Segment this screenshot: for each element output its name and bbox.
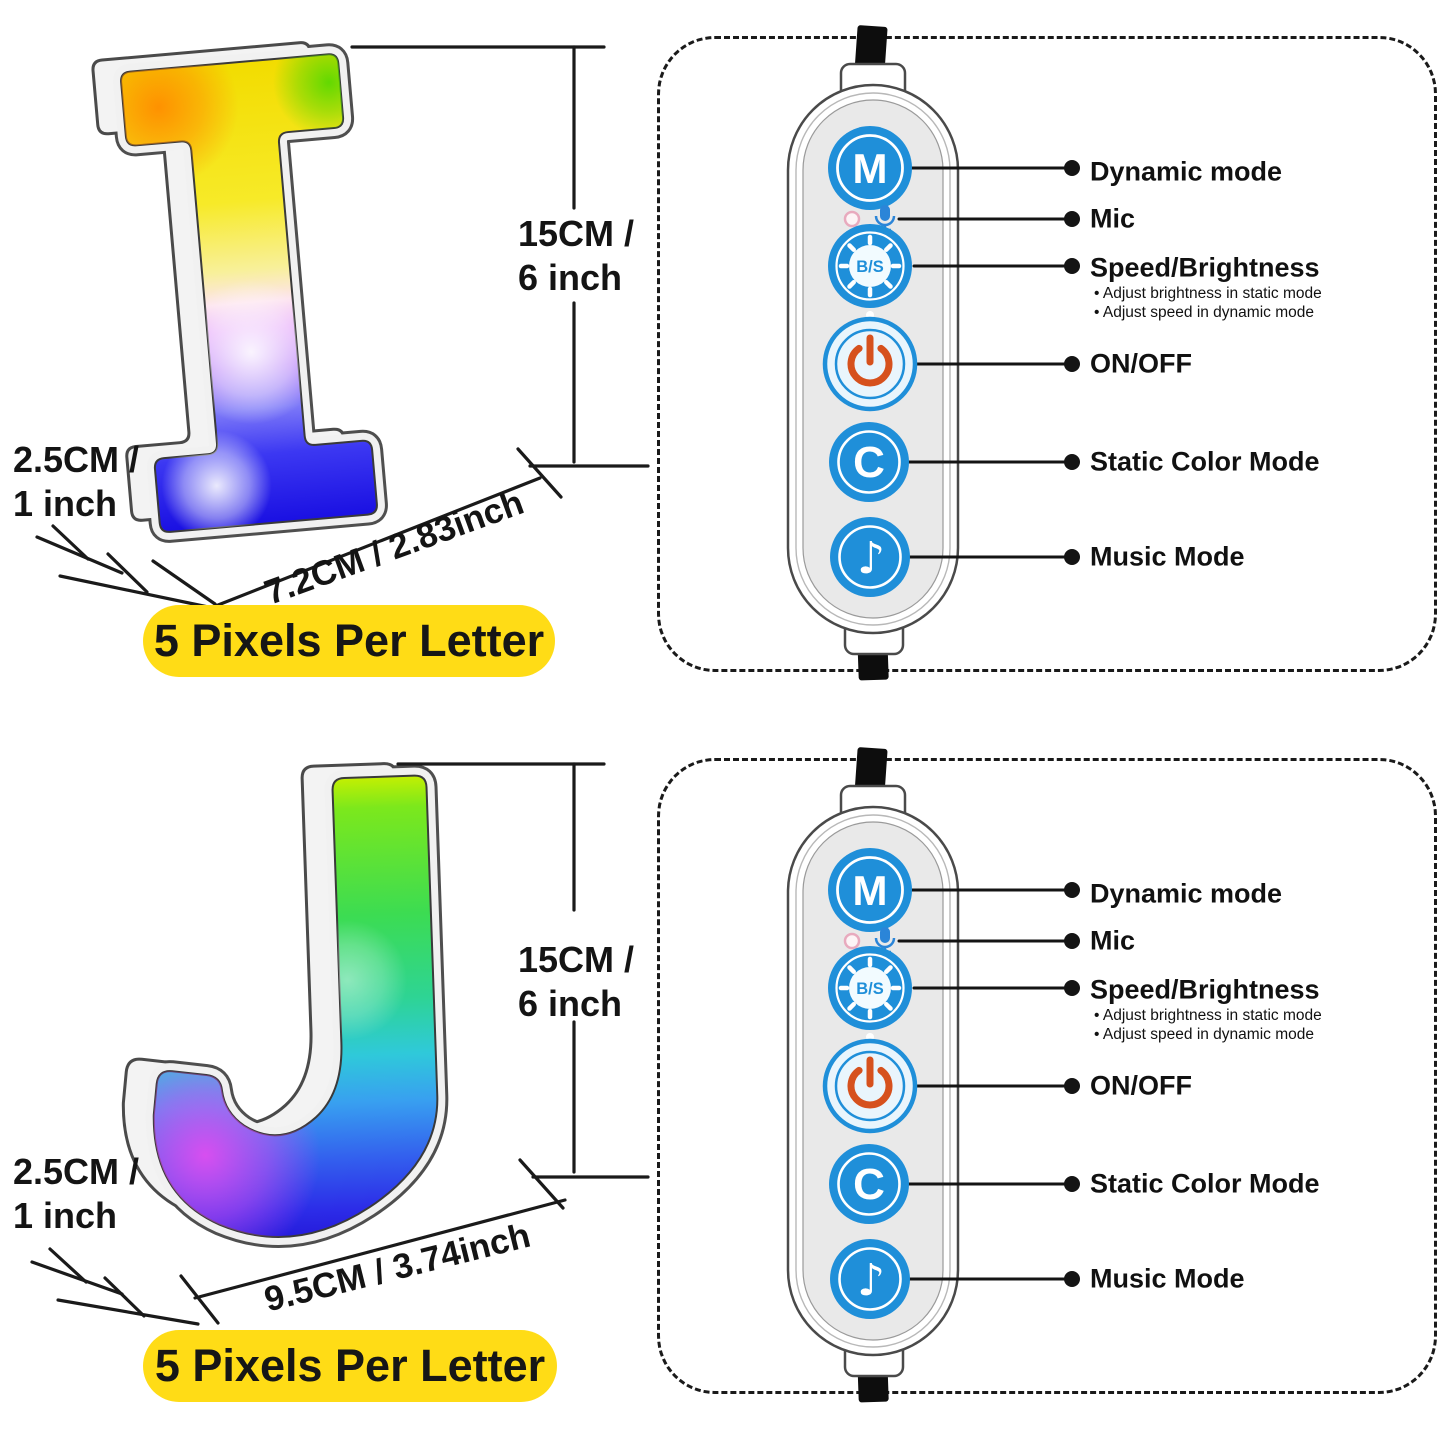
dimension-lines-j	[30, 762, 650, 1326]
label-static-color: Static Color Mode	[1090, 446, 1320, 477]
label-dynamic-mode: Dynamic mode	[1090, 878, 1283, 909]
depth-dimension: 2.5CM / 1 inch	[13, 439, 140, 524]
depth-dimension: 2.5CM / 1 inch	[13, 1151, 140, 1236]
controller-diagram	[657, 36, 1437, 672]
letter-j-art: J	[30, 762, 650, 1326]
dashed-frame	[657, 36, 1437, 672]
pixels-badge: 5 Pixels Per Letter	[143, 605, 555, 677]
height-dimension: 15CM / 6 inch	[518, 213, 635, 298]
controller-panel-top: Dynamic mode Mic Speed/Brightness Adjust…	[657, 36, 1437, 672]
label-static-color: Static Color Mode	[1090, 1168, 1320, 1199]
label-music-mode: Music Mode	[1090, 1263, 1245, 1294]
speed-brightness-notes: Adjust brightness in static mode Adjust …	[1094, 1007, 1322, 1044]
controller-diagram	[657, 758, 1437, 1394]
letter-i-art: I	[35, 41, 650, 610]
letter-panel-i: I	[0, 0, 657, 722]
label-on-off: ON/OFF	[1090, 348, 1192, 379]
pixels-badge: 5 Pixels Per Letter	[143, 1330, 557, 1402]
label-speed-brightness: Speed/Brightness	[1090, 252, 1320, 283]
label-on-off: ON/OFF	[1090, 1070, 1192, 1101]
label-music-mode: Music Mode	[1090, 541, 1245, 572]
letter-panel-j: J	[0, 722, 657, 1445]
label-speed-brightness: Speed/Brightness	[1090, 974, 1320, 1005]
speed-brightness-notes: Adjust brightness in static mode Adjust …	[1094, 285, 1322, 322]
controller-panel-bottom: Dynamic mode Mic Speed/Brightness Adjust…	[657, 758, 1437, 1394]
height-dimension: 15CM / 6 inch	[518, 939, 635, 1024]
dimension-lines-i	[35, 45, 650, 610]
dashed-frame	[657, 758, 1437, 1394]
label-mic: Mic	[1090, 925, 1136, 956]
label-dynamic-mode: Dynamic mode	[1090, 156, 1283, 187]
label-mic: Mic	[1090, 203, 1136, 234]
